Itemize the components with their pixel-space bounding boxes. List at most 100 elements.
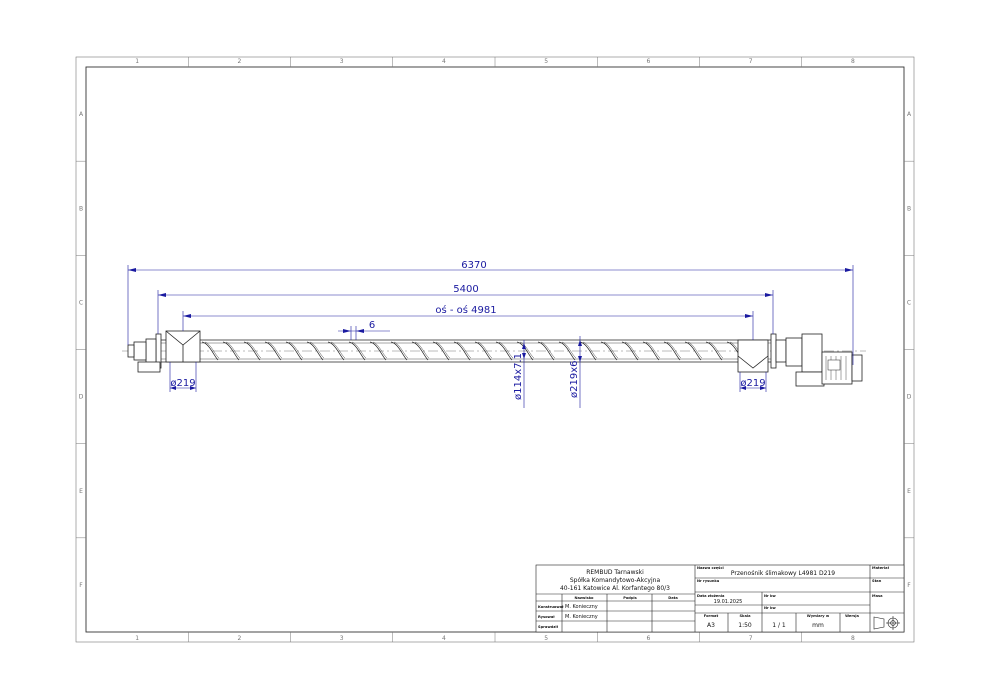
dim-outlet-label: ø219 bbox=[740, 378, 765, 389]
right-flange bbox=[770, 333, 777, 369]
screw-flight-edge bbox=[330, 341, 346, 359]
format-value: A3 bbox=[707, 622, 715, 629]
screw-flight bbox=[474, 341, 492, 361]
dim-overall-label: 6370 bbox=[461, 260, 486, 271]
zone-row-label: F bbox=[79, 582, 83, 589]
gearbox-body bbox=[801, 333, 823, 373]
zone-row-label: D bbox=[907, 394, 912, 401]
screw-flights bbox=[201, 341, 745, 361]
screw-flight bbox=[264, 341, 282, 361]
format-label: Format bbox=[704, 614, 719, 618]
zone-column-label: 2 bbox=[237, 635, 241, 642]
screw-flight bbox=[348, 341, 366, 361]
screw-flight bbox=[705, 341, 723, 361]
zone-column-label: 4 bbox=[442, 58, 446, 65]
zone-column-label: 1 bbox=[135, 58, 139, 65]
screw-flight-edge bbox=[204, 341, 220, 359]
row-label-drawn: Rysował bbox=[538, 615, 555, 619]
screw-flight bbox=[453, 341, 471, 361]
outlet-spout-chute bbox=[737, 355, 769, 369]
zone-row-label: B bbox=[907, 205, 911, 212]
zone-column-label: 5 bbox=[544, 635, 548, 642]
sheet-value: 1 / 1 bbox=[772, 622, 786, 629]
screw-flight-edge bbox=[645, 341, 661, 359]
screw-flight bbox=[663, 341, 681, 361]
zone-row-label: D bbox=[79, 394, 84, 401]
left-shaft-end bbox=[127, 344, 135, 358]
zone-row-label: A bbox=[907, 111, 912, 118]
zone-column-label: 8 bbox=[851, 58, 855, 65]
mass-label: Masa bbox=[872, 594, 883, 598]
row-label-designed: Konstruował bbox=[538, 605, 564, 609]
outlet-spout bbox=[737, 339, 769, 373]
projection-symbol-icon bbox=[873, 616, 900, 630]
screw-flight bbox=[222, 341, 240, 361]
screw-flight-edge bbox=[561, 341, 577, 359]
screw-flight bbox=[684, 341, 702, 361]
screw-flight bbox=[600, 341, 618, 361]
row-label-checked: Sprawdził bbox=[538, 625, 559, 629]
header-signature: Podpis bbox=[623, 596, 637, 600]
dim-axis-label: oś - oś 4981 bbox=[435, 304, 496, 316]
screw-flight bbox=[558, 341, 576, 361]
version-label: Wersja bbox=[845, 614, 859, 618]
zone-column-label: 7 bbox=[749, 635, 753, 642]
scale-label: Skala bbox=[739, 614, 751, 618]
screw-flight-edge bbox=[246, 341, 262, 359]
units-value: mm bbox=[812, 622, 824, 629]
kw2-label: Nr kw bbox=[764, 606, 776, 610]
screw-flight bbox=[537, 341, 555, 361]
screw-flight-edge bbox=[225, 341, 241, 359]
screw-flight bbox=[516, 341, 534, 361]
screw-flight bbox=[285, 341, 303, 361]
zone-column-label: 2 bbox=[237, 58, 241, 65]
screw-flight-edge bbox=[540, 341, 556, 359]
screw-flight-edge bbox=[435, 341, 451, 359]
zone-column-label: 6 bbox=[646, 635, 650, 642]
left-bearing-housing bbox=[145, 338, 157, 364]
gearbox-base bbox=[795, 371, 825, 387]
header-date: Data bbox=[668, 596, 678, 600]
screw-flight-edge bbox=[519, 341, 535, 359]
screw-flight bbox=[579, 341, 597, 361]
screw-conveyor bbox=[122, 330, 866, 387]
zone-column-label: 3 bbox=[340, 58, 344, 65]
screw-flight-edge bbox=[372, 341, 388, 359]
zone-row-label: E bbox=[907, 488, 911, 495]
zone-column-label: 5 bbox=[544, 58, 548, 65]
left-support-foot bbox=[137, 361, 161, 373]
screw-flight-edge bbox=[498, 341, 514, 359]
screw-flight-edge bbox=[309, 341, 325, 359]
company-line-1: REMBUD Tarnawski bbox=[586, 569, 644, 576]
part-name: Przenośnik ślimakowy L4981 D219 bbox=[731, 570, 835, 577]
zone-column-label: 8 bbox=[851, 635, 855, 642]
zone-column-label: 1 bbox=[135, 635, 139, 642]
screw-flight bbox=[642, 341, 660, 361]
screw-flight bbox=[621, 341, 639, 361]
row-name-drawn: M. Konieczny bbox=[565, 614, 598, 620]
zone-column-label: 4 bbox=[442, 635, 446, 642]
kw1-label: Nr kw bbox=[764, 594, 776, 598]
screw-flight-edge bbox=[288, 341, 304, 359]
zone-row-label: B bbox=[79, 205, 83, 212]
gearbox bbox=[785, 337, 803, 367]
screw-flight-edge bbox=[456, 341, 472, 359]
screw-flight bbox=[495, 341, 513, 361]
screw-flight-edge bbox=[267, 341, 283, 359]
zone-row-label: A bbox=[79, 111, 84, 118]
screw-flight bbox=[411, 341, 429, 361]
screw-flight-edge bbox=[687, 341, 703, 359]
zone-row-label: C bbox=[907, 299, 911, 306]
terminal-box bbox=[827, 359, 841, 371]
dimension-arrows bbox=[128, 268, 853, 390]
dim-span-label: 5400 bbox=[453, 284, 478, 295]
screw-flight bbox=[390, 341, 408, 361]
screw-flight bbox=[306, 341, 324, 361]
units-label: Wymiary w bbox=[807, 614, 830, 618]
start-date-label: Data złożenia bbox=[697, 594, 725, 598]
row-name-designed: M. Konieczny bbox=[565, 604, 598, 610]
title-block bbox=[535, 564, 905, 633]
screw-flight bbox=[201, 341, 219, 361]
drawing-no-label: Nr rysunku bbox=[697, 579, 720, 583]
screw-flight bbox=[327, 341, 345, 361]
